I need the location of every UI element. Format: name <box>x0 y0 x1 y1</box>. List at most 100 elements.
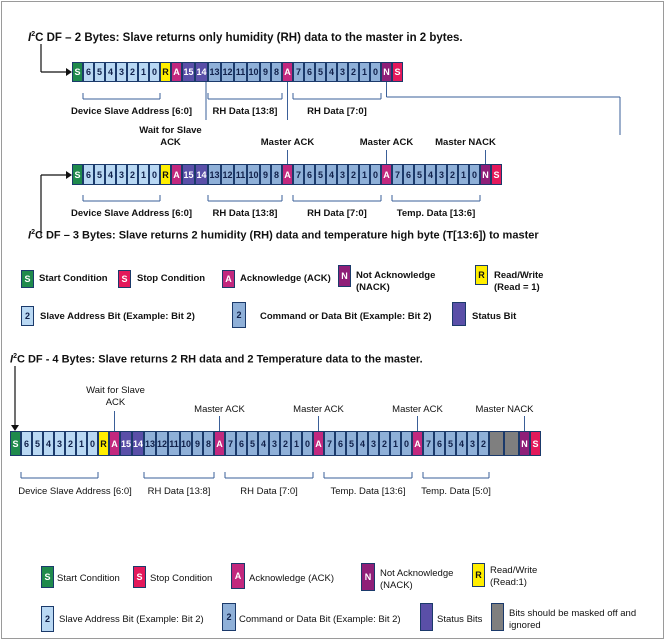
bit-data: 10 <box>247 164 260 185</box>
bit-data: 5 <box>346 431 357 456</box>
bit-data: 3 <box>269 431 280 456</box>
legend-text-ack: Acknowledge (ACK) <box>249 573 335 584</box>
bit-ack: A <box>282 164 293 185</box>
bit-addr: 4 <box>43 431 54 456</box>
bit-data: 0 <box>370 62 381 82</box>
legend-text-start: Start Condition <box>39 273 108 284</box>
title-4-bytes: I2C DF - 4 Bytes: Slave returns 2 RH dat… <box>10 353 423 366</box>
bit-addr: 6 <box>21 431 32 456</box>
bit-data: 3 <box>368 431 379 456</box>
bit-data: 1 <box>359 164 370 185</box>
title-3-bytes: I2C DF – 3 Bytes: Slave returns 2 humidi… <box>28 229 539 242</box>
bit-data: 5 <box>247 431 258 456</box>
legend-text-addr: Slave Address Bit (Example: Bit 2) <box>40 311 195 322</box>
f3-label-rh-lo: RH Data [7:0] <box>307 208 367 219</box>
bit-data: 13 <box>144 431 156 456</box>
f4-label-rh-lo: RH Data [7:0] <box>240 486 298 497</box>
bit-rw: R <box>160 164 171 185</box>
bit-data: 13 <box>208 62 221 82</box>
bit-rw: R <box>160 62 171 82</box>
bit-data: 8 <box>203 431 214 456</box>
bit-data: 4 <box>357 431 368 456</box>
title-2-text: C DF – 2 Bytes: Slave returns only humid… <box>35 31 463 44</box>
legend-text-addr: Slave Address Bit (Example: Bit 2) <box>59 614 204 625</box>
bit-ack: A <box>381 164 392 185</box>
f4-label-temp-hi: Temp. Data [13:6] <box>330 486 406 497</box>
legend-swatch-start: S <box>21 270 34 288</box>
title-2-sup: 2 <box>31 31 36 38</box>
bit-ack: A <box>171 164 182 185</box>
bit-data: 7 <box>225 431 236 456</box>
bit-data: 8 <box>271 164 282 185</box>
bit-addr: 1 <box>76 431 87 456</box>
bit-data: 6 <box>434 431 445 456</box>
f4-label-wait: Wait for Slave ACK <box>86 385 145 408</box>
legend-text-ack: Acknowledge (ACK) <box>240 273 331 284</box>
bit-data: 4 <box>258 431 269 456</box>
title-3-sup: 2 <box>31 229 35 236</box>
legend-swatch-nack: N <box>361 563 375 591</box>
bit-addr: 3 <box>116 164 127 185</box>
bit-addr: 5 <box>32 431 43 456</box>
bit-addr: 2 <box>127 164 138 185</box>
legend-swatch-addr: 2 <box>21 306 34 326</box>
bit-addr: 3 <box>54 431 65 456</box>
f2-label-address: Device Slave Address [6:0] <box>71 106 193 117</box>
bit-data: 0 <box>469 164 480 185</box>
legend-text-nack: Not Acknowledge (NACK) <box>380 568 454 591</box>
bit-start: S <box>10 431 21 456</box>
bit-data: 5 <box>315 62 326 82</box>
arrow-4-head <box>11 425 19 431</box>
bit-addr: 2 <box>65 431 76 456</box>
bit-status: 15 <box>182 164 195 185</box>
bit-data: 3 <box>337 62 348 82</box>
arrow-3-head <box>66 171 72 179</box>
legend-text-stop: Stop Condition <box>137 273 206 284</box>
arrow-2-head <box>66 68 72 76</box>
bit-rw: R <box>98 431 109 456</box>
legend-text-rw: Read/Write (Read:1) <box>490 565 538 588</box>
bit-data: 3 <box>467 431 478 456</box>
legend-swatch-data: 2 <box>232 302 246 328</box>
f3-label-temp: Temp. Data [13:6] <box>396 208 476 219</box>
bit-data: 2 <box>348 164 359 185</box>
legend-text-status: Status Bits <box>437 614 483 625</box>
bit-data: 7 <box>293 62 304 82</box>
bit-masked <box>489 431 504 456</box>
bit-addr: 1 <box>138 62 149 82</box>
bit-data: 2 <box>348 62 359 82</box>
bit-data: 9 <box>260 164 271 185</box>
bit-nack: N <box>480 164 491 185</box>
f4-label-rh-hi: RH Data [13:8] <box>147 486 211 497</box>
bit-addr: 3 <box>116 62 127 82</box>
f3-label-master-nack: Master NACK <box>435 137 496 148</box>
bit-data: 9 <box>260 62 271 82</box>
f4-label-address: Device Slave Address [6:0] <box>18 486 132 497</box>
f2-label-rh-hi: RH Data [13:8] <box>212 106 278 117</box>
legend-swatch-rw: R <box>472 563 485 587</box>
f3-label-rh-hi: RH Data [13:8] <box>212 208 278 219</box>
legend-text-rw: Read/Write (Read = 1) <box>494 270 544 293</box>
bit-addr: 4 <box>105 164 116 185</box>
bit-data: 2 <box>478 431 489 456</box>
bit-data: 5 <box>315 164 326 185</box>
bit-data: 5 <box>445 431 456 456</box>
bit-data: 0 <box>370 164 381 185</box>
bit-data: 6 <box>304 62 315 82</box>
bit-data: 2 <box>379 431 390 456</box>
bit-data: 6 <box>304 164 315 185</box>
legend-swatch-addr: 2 <box>41 606 54 632</box>
f3-label-master-ack-1: Master ACK <box>260 137 315 148</box>
bit-data: 7 <box>324 431 335 456</box>
bit-data: 3 <box>436 164 447 185</box>
bit-data: 10 <box>180 431 192 456</box>
bit-status: 15 <box>120 431 132 456</box>
bit-addr: 4 <box>105 62 116 82</box>
bit-ack: A <box>313 431 324 456</box>
title-3-prefix: I <box>28 229 32 242</box>
f3-label-address: Device Slave Address [6:0] <box>71 208 193 219</box>
bit-addr: 2 <box>127 62 138 82</box>
bit-data: 4 <box>326 164 337 185</box>
